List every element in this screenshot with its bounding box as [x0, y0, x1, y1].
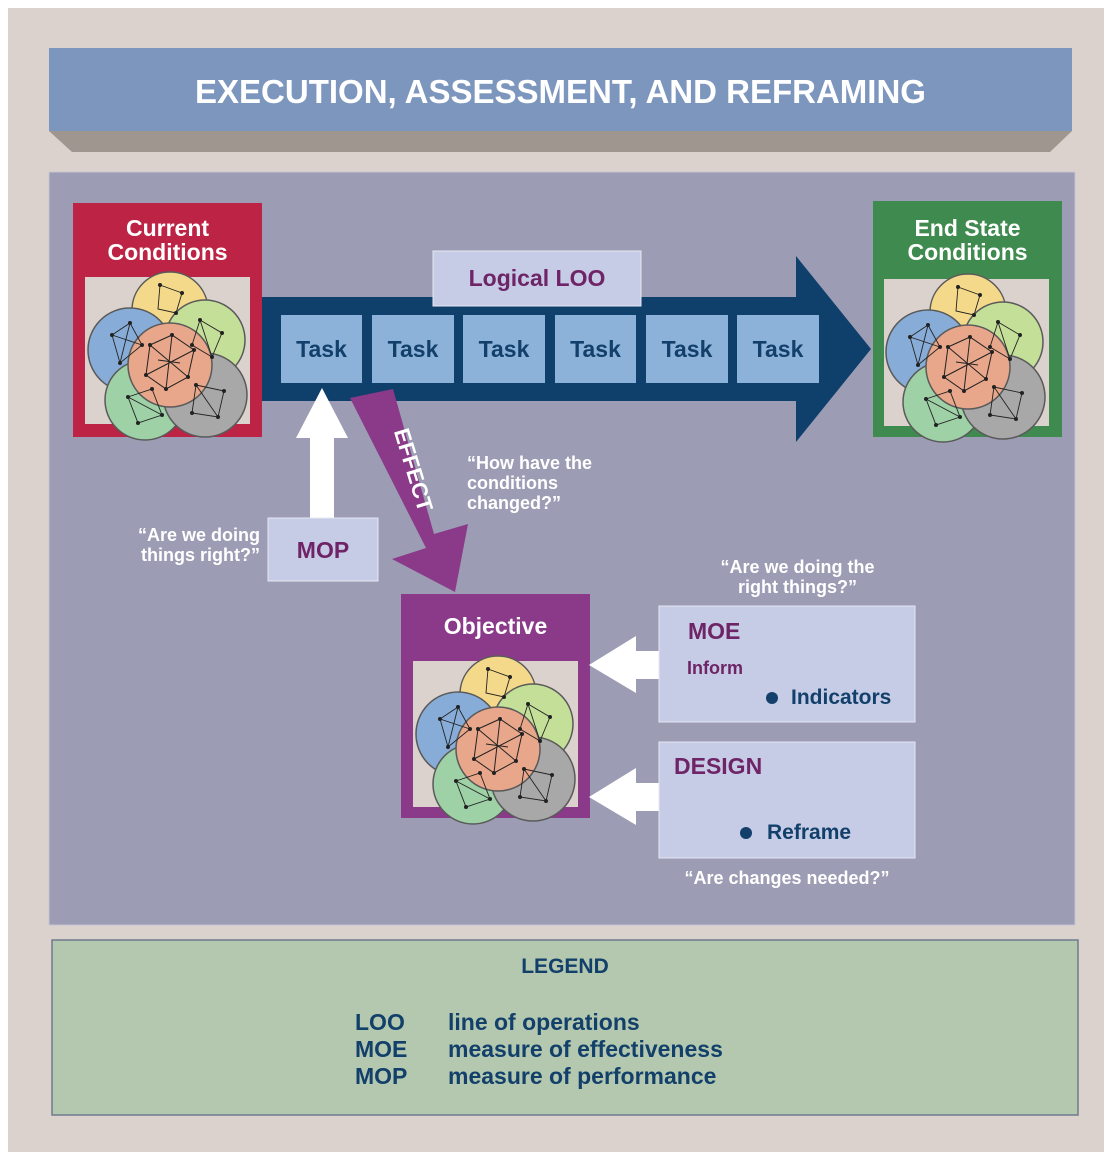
task-box-1 — [281, 315, 362, 383]
legend-definition: measure of effectiveness — [448, 1036, 723, 1062]
title-bar — [49, 48, 1072, 131]
legend-row: MOE measure of effectiveness — [355, 1036, 855, 1063]
objective-label: Objective — [443, 613, 548, 639]
mop-up-arrow — [296, 388, 348, 520]
logical-loo-box — [432, 250, 642, 307]
effect-arrow — [350, 389, 468, 592]
task-label-3: Task — [478, 336, 530, 362]
page-title: EXECUTION, ASSESSMENT, AND REFRAMING — [195, 73, 926, 110]
moe-box — [658, 605, 916, 723]
moe-title: MOE — [688, 618, 741, 644]
doing-things-right-question: “Are we doing things right?” — [137, 525, 260, 565]
task-label-5: Task — [661, 336, 713, 362]
task-box-5 — [646, 315, 728, 383]
changes-needed-question: “Are changes needed?” — [684, 868, 890, 888]
moe-inform-label: Inform — [687, 658, 743, 678]
task-label-6: Task — [752, 336, 804, 362]
task-box-4 — [555, 315, 636, 383]
design-reframe-label: Reframe — [767, 821, 852, 844]
task-box-6 — [737, 315, 819, 383]
doing-right-things-question: “Are we doing the right things?” — [720, 557, 875, 597]
logical-loo-label: Logical LOO — [468, 265, 606, 291]
legend-entries: LOO line of operations MOE measure of ef… — [355, 1009, 855, 1090]
current-conditions-label: Current Conditions — [107, 215, 228, 265]
mop-box — [267, 517, 379, 582]
moe-bullet-icon — [766, 692, 778, 704]
design-title: DESIGN — [674, 753, 763, 779]
end-state-label: End State Conditions — [907, 215, 1028, 265]
task-label-4: Task — [570, 336, 621, 362]
mop-label: MOP — [296, 537, 350, 563]
legend-row: LOO line of operations — [355, 1009, 855, 1036]
task-box-3 — [463, 315, 545, 383]
legend-abbr: MOP — [355, 1063, 408, 1089]
legend-title: LEGEND — [521, 955, 609, 978]
task-label-2: Task — [387, 336, 439, 362]
moe-arrow — [589, 636, 660, 693]
moe-indicators-label: Indicators — [791, 686, 892, 709]
how-changed-question: “How have the conditions changed?” — [467, 453, 593, 513]
legend-abbr: MOE — [355, 1036, 408, 1062]
task-box-2 — [372, 315, 454, 383]
title-bar-shadow — [49, 131, 1072, 152]
design-arrow — [589, 768, 660, 825]
design-bullet-icon — [740, 827, 752, 839]
legend-box — [51, 939, 1079, 1116]
task-label-1: Task — [296, 336, 347, 362]
legend-definition: measure of performance — [448, 1063, 717, 1089]
design-box — [658, 741, 916, 859]
legend-abbr: LOO — [355, 1009, 405, 1035]
task-row — [281, 315, 819, 383]
legend-definition: line of operations — [448, 1009, 640, 1035]
legend-row: MOP measure of performance — [355, 1063, 855, 1090]
